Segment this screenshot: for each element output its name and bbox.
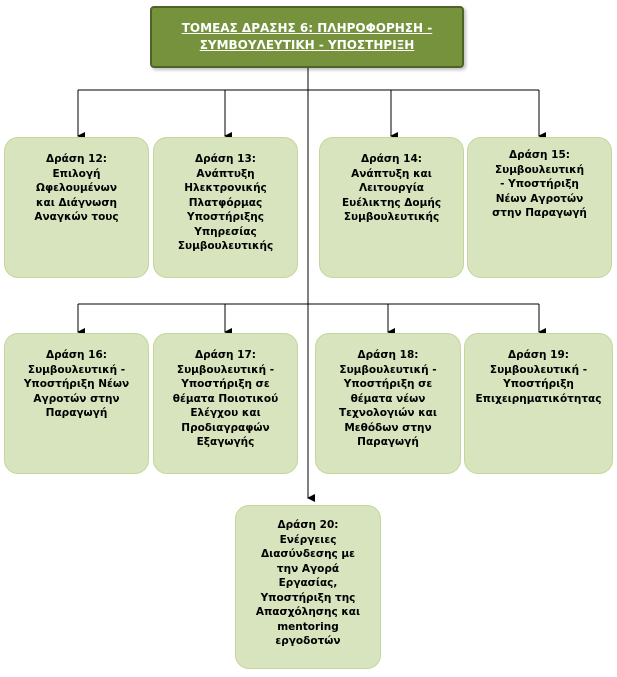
action-13-line: Ανάπτυξη [196,167,255,180]
action-13-line: Συμβουλευτικής [177,240,274,252]
action-14-line: Ανάπτυξη και [351,167,432,180]
action-13-node: Δράση 13: Ανάπτυξη Ηλεκτρονικής Πλατφόρμ… [153,137,298,278]
action-12-line: και Διάγνωση [36,196,117,209]
action-14-line: Λειτουργία [358,182,425,194]
action-18-line: Συμβουλευτική - [339,363,437,376]
action-19-line: Δράση 19: [508,349,569,361]
action-12-line: Επιλογή [52,167,101,180]
action-17-node: Δράση 17: Συμβουλευτική - Υποστήριξη σε … [153,333,298,474]
action-19-line: Επιχειρηματικότητας [475,392,602,405]
action-18-line: θέματα νέων [350,392,426,405]
action-14-line: Δράση 14: [361,153,422,165]
action-14-node: Δράση 14: Ανάπτυξη και Λειτουργία Ευέλικ… [319,137,464,278]
action-13-line: Υποστήριξης [187,211,264,223]
action-14-line: Ευέλικτης Δομής [341,196,442,209]
action-20-line: Δράση 20: [277,519,339,531]
action-15-line: - Υποστήριξη [500,178,579,190]
action-20-line: την Αγορά [276,562,340,575]
action-20-line: mentoring [277,620,339,633]
action-16-line: Παραγωγή [45,407,108,419]
action-14-line: Συμβουλευτικής [343,211,440,223]
action-13-line: Υπηρεσίας [194,225,257,238]
action-17-line: Δράση 17: [195,349,256,361]
action-15-node: Δράση 15: Συμβουλευτική - Υποστήριξη Νέω… [467,137,612,278]
action-20-line: Υποστήριξη της [260,591,356,604]
action-17-line: Εξαγωγής [196,436,255,448]
action-12-line: Ωφελουμένων [36,182,117,194]
action-20-line: εργοδοτών [275,635,341,647]
root-node: ΤΟΜΕΑΣ ΔΡΑΣΗΣ 6: ΠΛΗΡΟΦΟΡΗΣΗ - ΣΥΜΒΟΥΛΕΥ… [150,6,464,68]
action-13-line: Δράση 13: [195,153,256,165]
action-19-node: Δράση 19: Συμβουλευτική - Υποστήριξη Επι… [464,333,613,474]
action-12-line: Αναγκών τους [34,211,119,223]
action-19-line: Υποστήριξη [503,378,574,390]
action-17-line: Υποστήριξη σε [181,378,270,390]
action-16-node: Δράση 16: Συμβουλευτική - Υποστήριξη Νέω… [4,333,149,474]
action-20-line: Διασύνδεσης με [260,548,355,560]
action-16-line: Δράση 16: [46,349,107,361]
action-20-line: Απασχόλησης και [255,606,361,618]
action-12-node: Δράση 12: Επιλογή Ωφελουμένων και Διάγνω… [4,137,149,278]
action-17-line: θέματα Ποιοτικού [172,392,279,405]
action-18-line: Δράση 18: [357,349,419,361]
action-20-line: Ενέργειες [279,533,337,546]
action-19-line: Συμβουλευτική - [489,363,588,376]
action-18-node: Δράση 18: Συμβουλευτική - Υποστήριξη σε … [315,333,461,474]
action-13-line: Πλατφόρμας [188,196,263,209]
action-18-line: Τεχνολογιών και [339,407,437,419]
root-title-line-1: ΤΟΜΕΑΣ ΔΡΑΣΗΣ 6: ΠΛΗΡΟΦΟΡΗΣΗ - [181,21,433,35]
action-18-line: Παραγωγή [357,436,419,448]
action-16-line: Υποστήριξη Νέων [23,378,130,390]
action-17-line: Ελέγχου και [190,407,261,419]
action-20-line: Εργασίας, [278,577,338,589]
action-15-line: Συμβουλευτική [494,163,585,176]
action-15-line: Δράση 15: [509,149,570,161]
action-15-line: στην Παραγωγή [492,207,587,219]
action-20-node: Δράση 20: Ενέργειες Διασύνδεσης με την Α… [235,505,381,669]
action-17-line: Προδιαγραφών [181,421,270,434]
action-18-line: Υποστήριξη σε [343,378,433,390]
action-15-line: Νέων Αγροτών [495,192,584,205]
action-18-line: Μεθόδων στην [344,421,432,434]
action-13-line: Ηλεκτρονικής [184,182,267,194]
action-17-line: Συμβουλευτική - [176,363,275,376]
action-12-line: Δράση 12: [46,153,107,165]
root-title-line-2: ΣΥΜΒΟΥΛΕΥΤΙΚΗ - ΥΠΟΣΤΗΡΙΞΗ [199,38,415,52]
action-16-line: Αγροτών στην [33,392,120,405]
action-16-line: Συμβουλευτική - [27,363,126,376]
